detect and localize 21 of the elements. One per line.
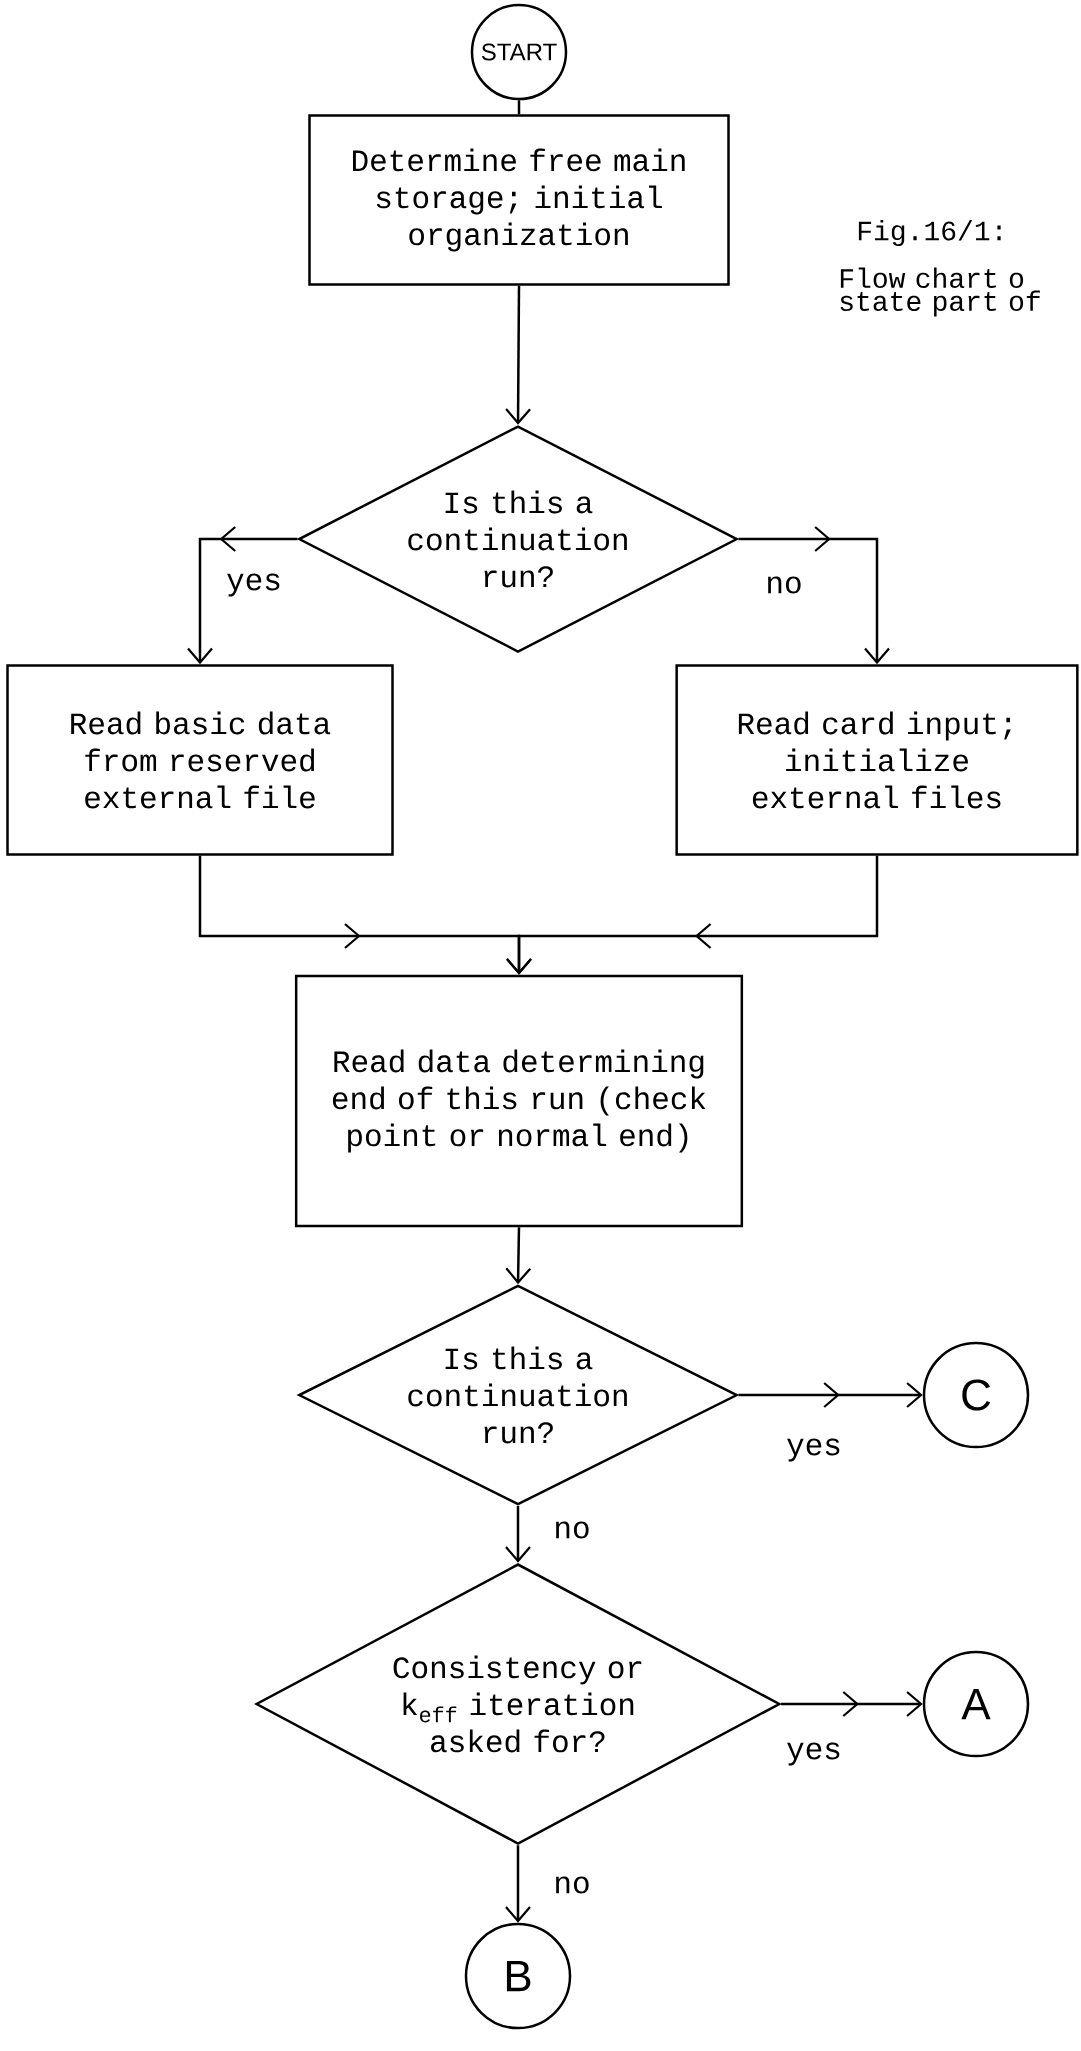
- arrow: [505, 1227, 532, 1285]
- arrow: [505, 285, 531, 425]
- process-box: Read basic data from reserved external file: [6, 664, 394, 856]
- process-box: Read card input; initialize external files: [675, 664, 1079, 856]
- arrow: [187, 526, 298, 665]
- figure-number: Fig.16/1:: [858, 220, 1001, 247]
- arrow: [738, 1382, 923, 1408]
- arrow: [781, 1691, 923, 1717]
- arrow: [738, 526, 890, 665]
- edge-label: yes: [784, 1436, 844, 1464]
- process-box: Read data determining end of this run (check point or normal end): [294, 974, 744, 1228]
- figure-caption: Flow chart o state part of: [840, 267, 1040, 317]
- edge-label: no: [551, 1519, 593, 1541]
- edge-label: yes: [224, 571, 284, 599]
- edge-label: no: [763, 574, 805, 596]
- arrow: [505, 1845, 531, 1923]
- edge-label: no: [551, 1874, 593, 1896]
- process-box: Determine free main storage; initial organization: [308, 114, 730, 286]
- edge-label: yes: [784, 1740, 844, 1768]
- arrow: [505, 1505, 531, 1563]
- arrow: [506, 855, 879, 975]
